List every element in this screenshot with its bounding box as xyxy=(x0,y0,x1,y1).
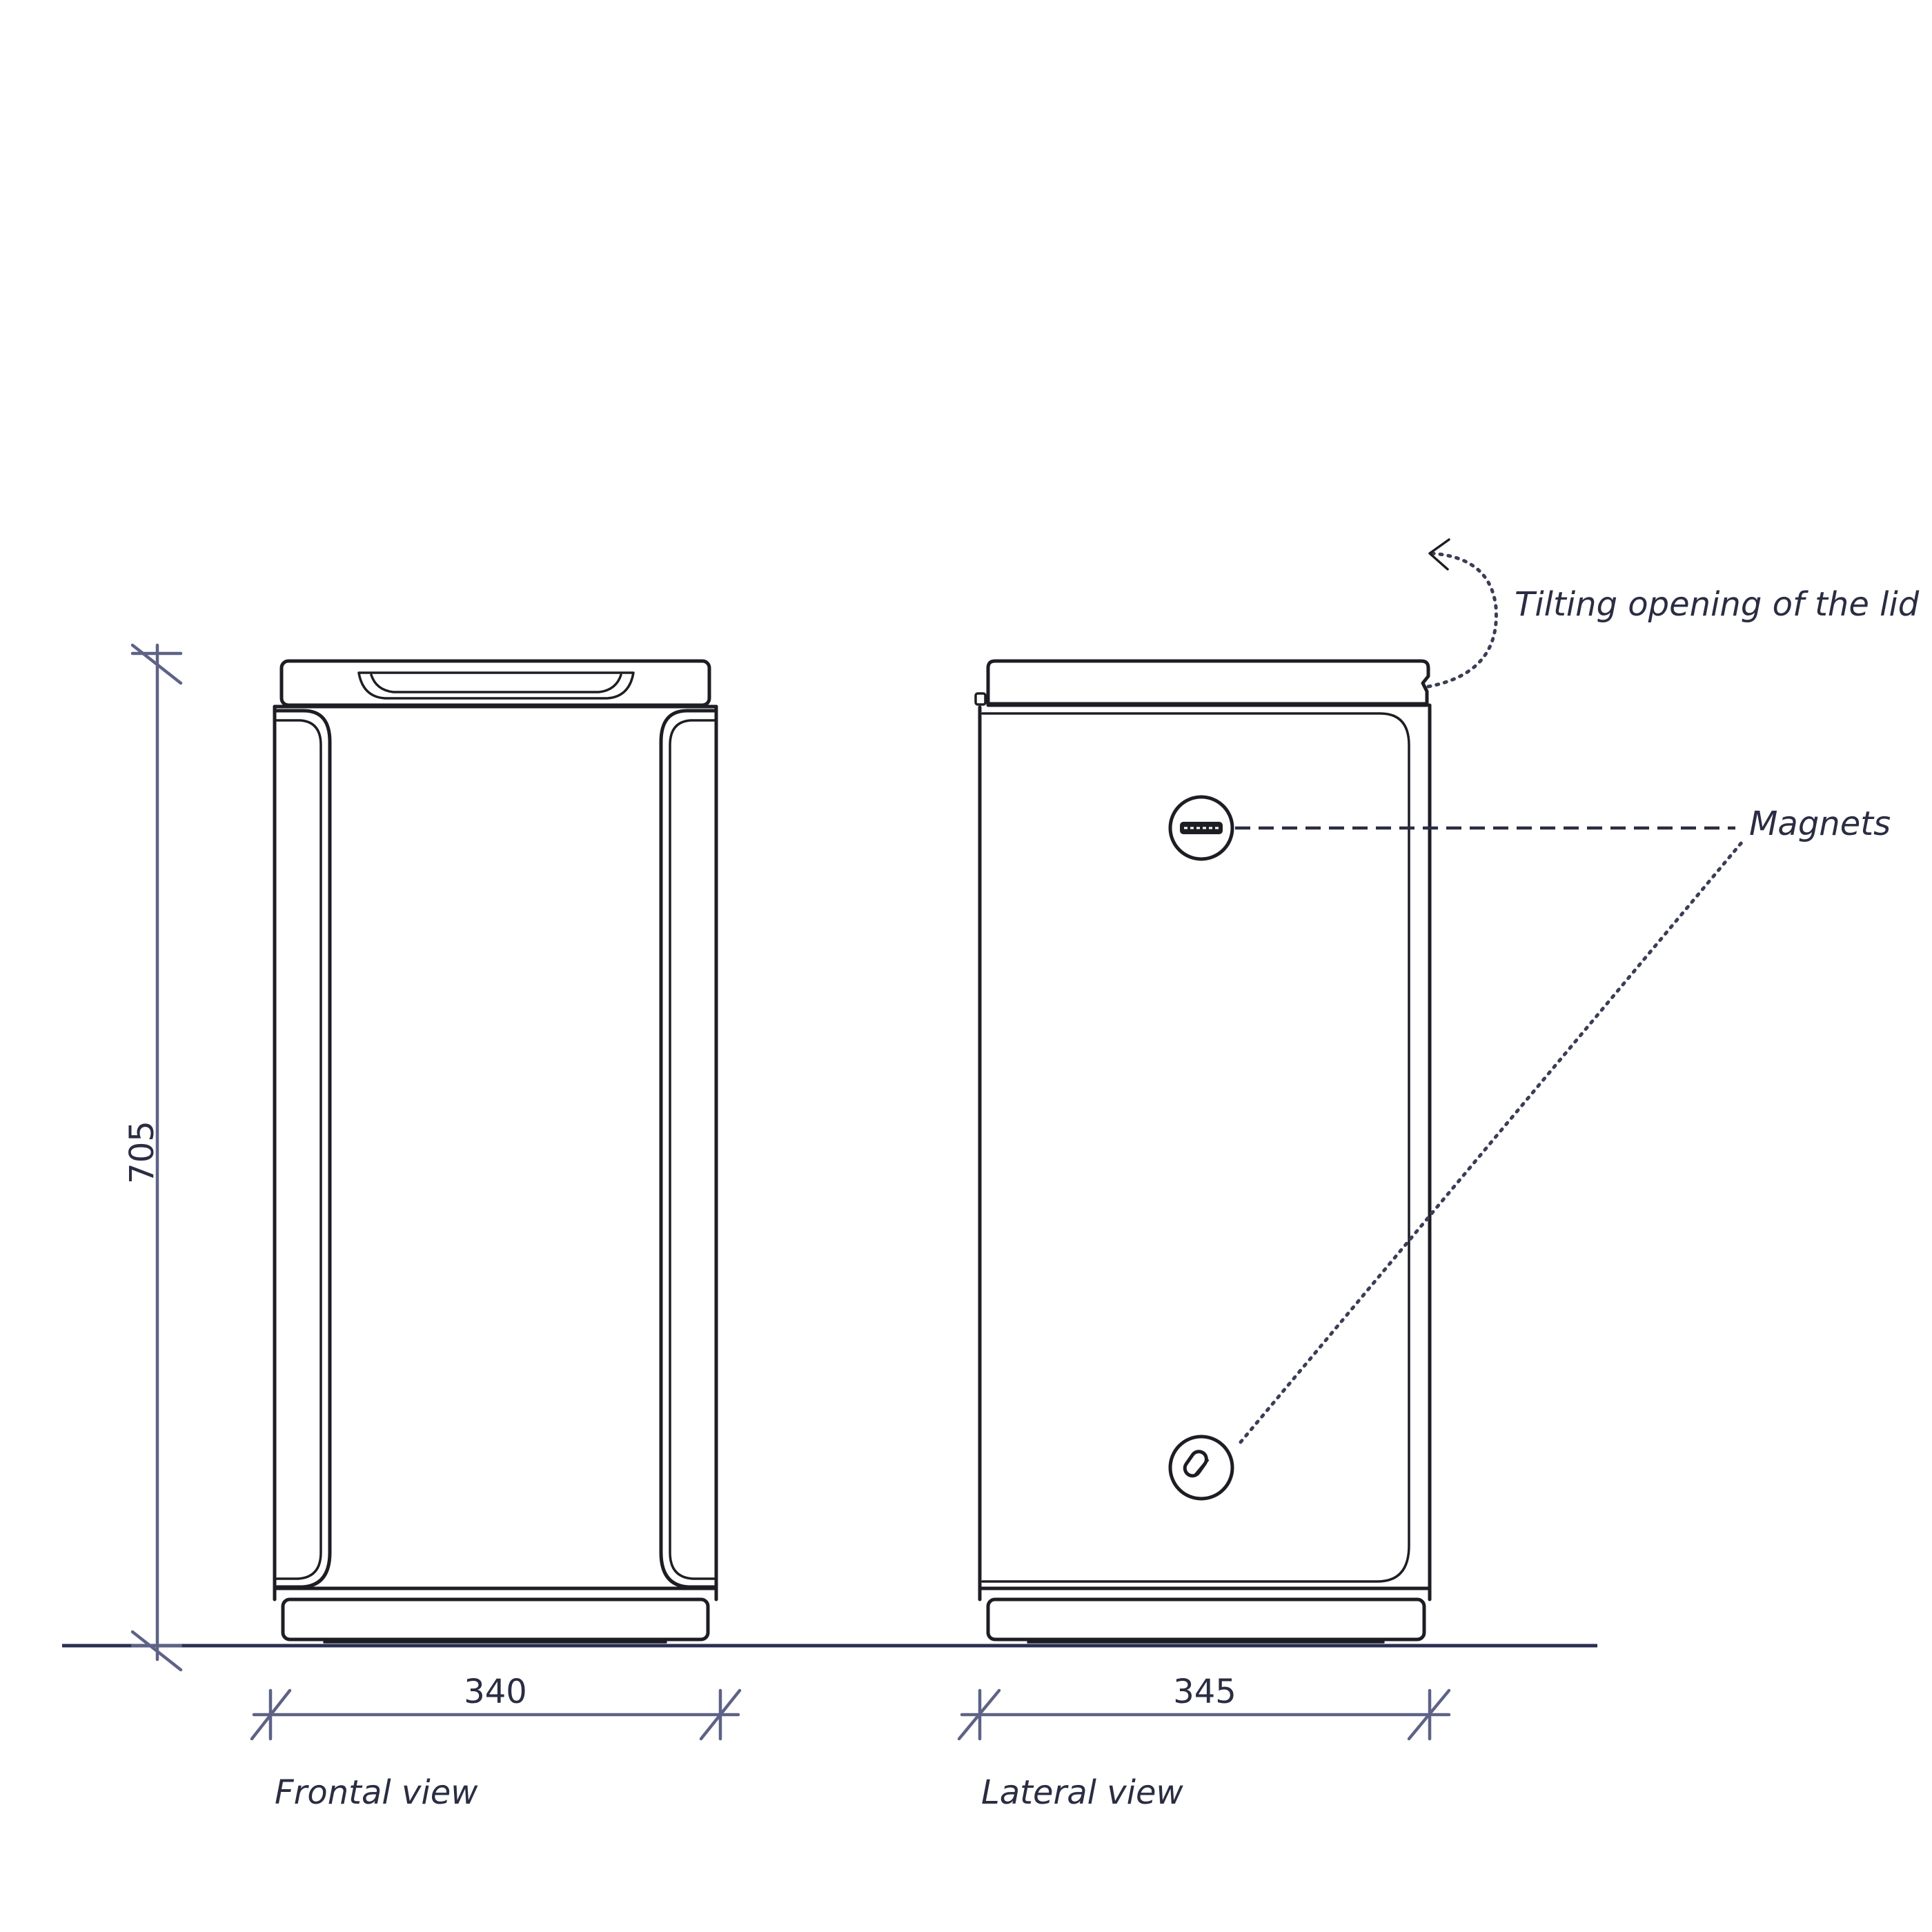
magnet-leader-lines xyxy=(1235,826,1744,1444)
frontal-width-label: 340 xyxy=(464,1673,527,1711)
frontal-view xyxy=(273,659,718,1644)
lateral-lid xyxy=(986,659,1430,706)
lateral-base xyxy=(986,1597,1426,1642)
lateral-view-caption: Lateral view xyxy=(981,1773,1184,1812)
height-dimension-label: 705 xyxy=(123,1121,161,1184)
frontal-base xyxy=(281,1597,710,1642)
lower-magnet xyxy=(1168,1435,1234,1501)
frontal-right-side-panel xyxy=(659,709,717,1589)
height-dimension: 705 xyxy=(123,643,183,1672)
frontal-view-caption: Frontal view xyxy=(275,1773,478,1812)
frontal-width-dimension: 340 xyxy=(250,1673,742,1741)
lateral-width-dimension: 345 xyxy=(957,1673,1451,1741)
lid-opening-label: Tilting opening of the lid xyxy=(1515,585,1920,624)
lateral-side-panel xyxy=(981,712,1410,1583)
lateral-width-label: 345 xyxy=(1173,1673,1236,1711)
lid-opening-arrow xyxy=(1426,538,1498,689)
upper-magnet xyxy=(1168,795,1234,861)
frontal-lid-handle xyxy=(357,671,635,700)
frontal-left-side-panel xyxy=(274,709,332,1589)
lateral-view xyxy=(974,659,1432,1644)
magnets-label: Magnets xyxy=(1749,805,1891,843)
